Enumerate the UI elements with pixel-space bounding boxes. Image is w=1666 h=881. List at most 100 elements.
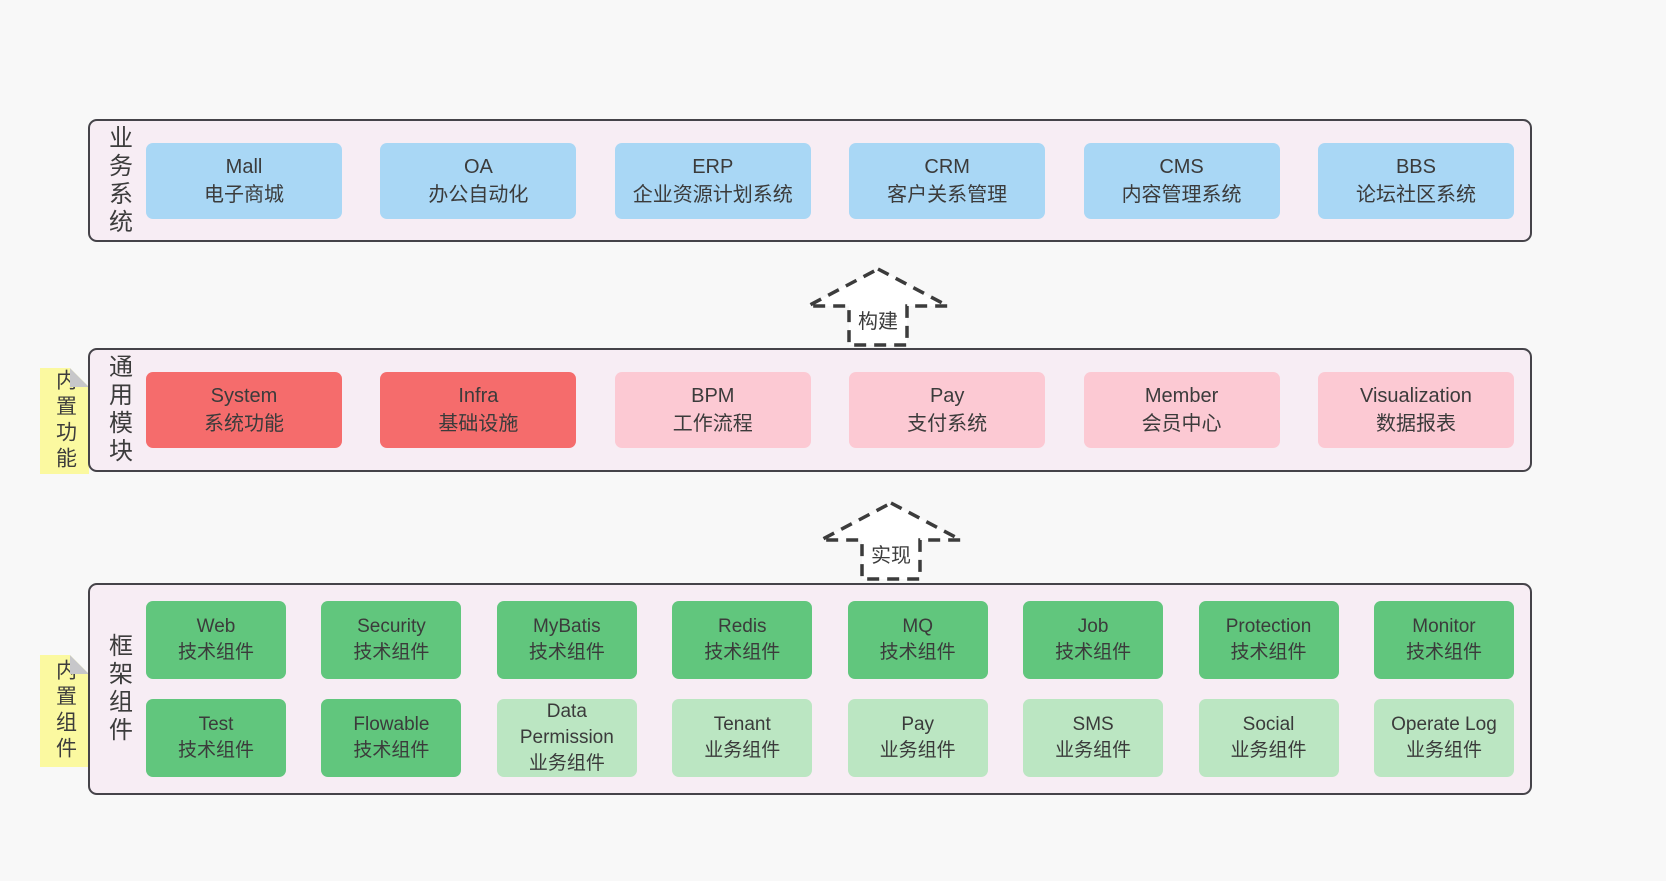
sticky-label: 内置组件: [53, 659, 77, 763]
panel-framework-components: 框架组件 Web 技术组件 Security 技术组件 MyBatis 技术组件…: [88, 583, 1532, 795]
box-title: Pay: [929, 385, 965, 407]
box-title: OA: [463, 155, 493, 178]
box-subtitle: 技术组件: [177, 642, 254, 663]
box-social: Social 业务组件: [1198, 699, 1339, 777]
box-subtitle: 业务组件: [1055, 740, 1132, 761]
box-monitor: Monitor 技术组件: [1373, 601, 1514, 679]
vertical-title: 通用模块: [104, 354, 132, 466]
box-job: Job 技术组件: [1023, 601, 1164, 679]
box-title: Web: [196, 616, 236, 637]
box-title: CRM: [924, 155, 970, 178]
box-title: Mall: [225, 155, 263, 178]
box-subtitle: 系统功能: [204, 413, 284, 435]
business-box-row: Mall 电子商城 OA 办公自动化 ERP 企业资源计划系统 CRM 客户关系…: [146, 121, 1514, 240]
box-subtitle: 业务组件: [1405, 740, 1482, 761]
panel-business-title: 业务系统: [90, 121, 146, 240]
box-subtitle: 业务组件: [1230, 740, 1307, 761]
box-subtitle: 技术组件: [1405, 642, 1482, 663]
box-redis: Redis 技术组件: [672, 601, 813, 679]
box-subtitle: 会员中心: [1141, 413, 1222, 435]
box-subtitle: 技术组件: [528, 642, 605, 663]
box-flowable: Flowable 技术组件: [321, 699, 462, 777]
fold-corner-icon: [70, 368, 89, 387]
box-mq: MQ 技术组件: [847, 601, 988, 679]
box-subtitle: 客户关系管理: [887, 183, 1008, 206]
box-subtitle: 技术组件: [177, 740, 254, 761]
box-web: Web 技术组件: [146, 601, 286, 679]
box-subtitle: 技术组件: [879, 642, 956, 663]
panel-common-title: 通用模块: [90, 350, 146, 470]
box-title: System: [210, 385, 278, 407]
box-title: Monitor: [1412, 616, 1476, 637]
box-title: Infra: [458, 385, 499, 407]
panel-framework-title: 框架组件: [90, 585, 146, 793]
common-box-row: System 系统功能 Infra 基础设施 BPM 工作流程 Pay 支付系统…: [146, 350, 1514, 470]
box-title: Flowable: [353, 714, 430, 735]
box-title: Security: [357, 616, 426, 637]
box-title: Protection: [1225, 616, 1312, 637]
box-oa: OA 办公自动化: [380, 142, 577, 219]
box-title: Data Permission: [519, 701, 614, 748]
box-subtitle: 业务组件: [879, 740, 956, 761]
box-subtitle: 业务组件: [704, 740, 781, 761]
box-visualization: Visualization 数据报表: [1317, 372, 1514, 448]
arrow-build-icon: [807, 267, 949, 347]
arrow-implement-label: 实现: [868, 544, 914, 568]
box-title: Job: [1077, 616, 1109, 637]
vertical-title: 框架组件: [104, 633, 132, 745]
arrow-build-label: 构建: [855, 310, 901, 334]
box-protection: Protection 技术组件: [1198, 601, 1339, 679]
box-subtitle: 电子商城: [204, 183, 284, 206]
box-title: Member: [1144, 385, 1219, 407]
box-bpm: BPM 工作流程: [614, 372, 811, 448]
box-title: SMS: [1072, 714, 1114, 735]
box-title: MQ: [902, 616, 933, 637]
box-erp: ERP 企业资源计划系统: [614, 142, 811, 219]
framework-box-grid: Web 技术组件 Security 技术组件 MyBatis 技术组件 Redi…: [146, 585, 1514, 793]
box-pay: Pay 支付系统: [849, 372, 1046, 448]
box-mall: Mall 电子商城: [146, 142, 342, 219]
box-subtitle: 技术组件: [1055, 642, 1132, 663]
fold-corner-icon: [70, 655, 89, 674]
framework-row-2: Test 技术组件 Flowable 技术组件 Data Permission …: [146, 699, 1514, 777]
box-data-permission: Data Permission 业务组件: [496, 699, 637, 777]
box-title: Redis: [717, 616, 767, 637]
box-title: Pay: [901, 714, 935, 735]
box-bbs: BBS 论坛社区系统: [1317, 142, 1514, 219]
box-subtitle: 技术组件: [704, 642, 781, 663]
box-subtitle: 技术组件: [353, 740, 430, 761]
sticky-note-builtin-features: 内置功能: [40, 368, 89, 474]
box-mybatis: MyBatis 技术组件: [496, 601, 637, 679]
box-subtitle: 技术组件: [1230, 642, 1307, 663]
framework-row-1: Web 技术组件 Security 技术组件 MyBatis 技术组件 Redi…: [146, 601, 1514, 679]
box-operate-log: Operate Log 业务组件: [1373, 699, 1514, 777]
sticky-note-builtin-components: 内置组件: [40, 655, 89, 767]
box-subtitle: 企业资源计划系统: [632, 183, 793, 206]
box-subtitle: 数据报表: [1375, 413, 1456, 435]
box-title: BPM: [691, 385, 735, 407]
box-title: Tenant: [713, 714, 771, 735]
box-subtitle: 论坛社区系统: [1355, 183, 1476, 206]
box-member: Member 会员中心: [1083, 372, 1280, 448]
box-title: Social: [1242, 714, 1295, 735]
box-security: Security 技术组件: [321, 601, 462, 679]
box-tenant: Tenant 业务组件: [672, 699, 813, 777]
box-subtitle: 技术组件: [353, 642, 430, 663]
box-title: Visualization: [1359, 385, 1472, 407]
box-sms: SMS 业务组件: [1023, 699, 1164, 777]
panel-common-modules: 通用模块 System 系统功能 Infra 基础设施 BPM 工作流程 Pay…: [88, 348, 1532, 472]
sticky-label: 内置功能: [53, 369, 77, 473]
panel-business-systems: 业务系统 Mall 电子商城 OA 办公自动化 ERP 企业资源计划系统 CRM…: [88, 119, 1532, 242]
box-title: BBS: [1395, 155, 1436, 178]
box-subtitle: 办公自动化: [428, 183, 529, 206]
box-cms: CMS 内容管理系统: [1083, 142, 1280, 219]
box-title: Operate Log: [1391, 714, 1497, 735]
box-subtitle: 基础设施: [438, 413, 519, 435]
vertical-title: 业务系统: [104, 124, 132, 237]
box-title: CMS: [1159, 155, 1204, 178]
box-crm: CRM 客户关系管理: [849, 142, 1046, 219]
box-title: ERP: [692, 155, 734, 178]
arrow-implement-icon: [820, 501, 962, 581]
box-system: System 系统功能: [146, 372, 342, 448]
